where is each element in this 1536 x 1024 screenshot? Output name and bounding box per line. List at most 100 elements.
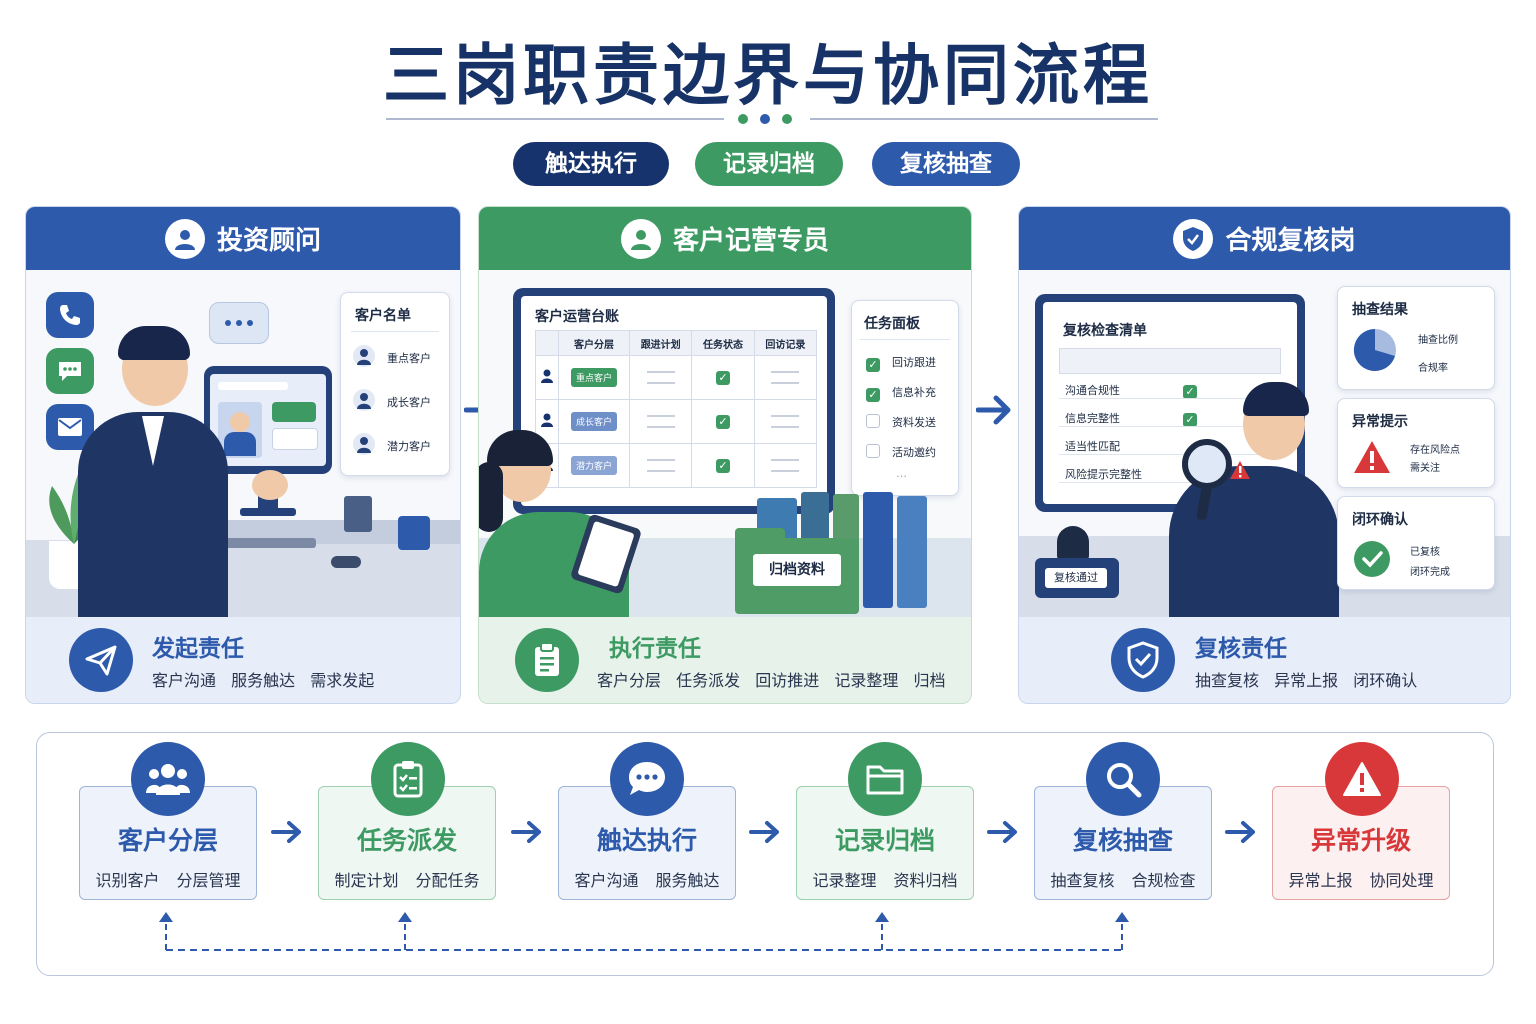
- pill-reach: 触达执行: [513, 142, 669, 186]
- result-item: 抽查比例: [1418, 335, 1458, 346]
- flow-step-title: 触达执行: [596, 826, 697, 855]
- table-header: 回访记录: [753, 330, 818, 356]
- pill-review: 复核抽查: [872, 142, 1020, 186]
- search-icon: [1086, 742, 1160, 816]
- title-dot: [738, 114, 748, 124]
- send-icon: [69, 628, 133, 692]
- customer-list-card: 客户名单 重点客户 成长客户 潜力客户: [340, 292, 450, 476]
- flow-step-sub: 异常上报: [1288, 871, 1353, 890]
- check-icon: ✓: [716, 370, 730, 385]
- avatar: [353, 345, 375, 367]
- result-item: 合规率: [1418, 363, 1448, 374]
- arrow-right-icon: [749, 821, 779, 843]
- title-rule-right: [810, 118, 1158, 120]
- arrow-right-icon: [1225, 821, 1255, 843]
- page-title: 三岗职责边界与协同流程: [383, 37, 1153, 114]
- compliance-scene: 复核检查清单 沟通合规性 ✓ 信息完整性 ✓ 适当性匹配 风险提示完整性 复核通…: [1019, 270, 1510, 617]
- monitor-base: [240, 508, 296, 516]
- task-item: 活动邀约: [892, 446, 936, 459]
- duty-item: 服务触达: [231, 671, 296, 690]
- flow-step-sub: 资料归档: [893, 871, 958, 890]
- ledger-monitor: 客户运营台账 客户分层 跟进计划 任务状态 回访记录 重点客户 ✓: [513, 288, 835, 514]
- duty-item: 客户分层: [597, 671, 662, 690]
- list-item: 重点客户: [387, 352, 431, 365]
- checklist-item: 适当性匹配: [1065, 440, 1120, 453]
- duty-item: 任务派发: [676, 671, 741, 690]
- reviewer-hair: [1243, 382, 1309, 416]
- message-icon: [46, 348, 94, 394]
- clipboard-icon: [515, 628, 579, 692]
- table-header: 跟进计划: [629, 330, 693, 356]
- flow-step-title: 任务派发: [356, 826, 457, 855]
- tier-tag: 成长客户: [571, 412, 618, 431]
- ledger-title: 客户运营台账: [535, 309, 619, 325]
- flow-step-title: 复核抽查: [1072, 826, 1173, 855]
- mail-icon: [46, 404, 94, 450]
- checklist-item: 沟通合规性: [1065, 384, 1120, 397]
- advisor-hand: [252, 470, 288, 500]
- binder: [863, 492, 893, 608]
- panel-compliance-title: 合规复核岗: [1225, 226, 1356, 256]
- check-icon: ✓: [1183, 413, 1197, 427]
- mouse: [331, 556, 361, 568]
- mug: [398, 516, 430, 550]
- check-icon: ✓: [866, 388, 880, 402]
- customer-list-title: 客户名单: [355, 308, 411, 324]
- warning-icon: [1230, 461, 1250, 479]
- title-dot: [760, 114, 770, 124]
- shield-check-icon: [1173, 218, 1214, 259]
- checkbox-empty-icon: [866, 414, 880, 428]
- user-icon: [164, 218, 205, 259]
- table-header: 任务状态: [691, 330, 755, 356]
- flow-step-archive: 记录归档 记录整理 资料归档: [796, 786, 974, 900]
- task-item: 信息补充: [892, 386, 936, 399]
- operator-ponytail: [479, 462, 503, 532]
- check-circle-icon: [1354, 541, 1390, 577]
- arrow-right-icon: [976, 395, 1011, 425]
- panel-compliance: 合规复核岗 复核检查清单 沟通合规性 ✓ 信息完整性 ✓ 适当性匹配 风险提示完…: [1018, 206, 1511, 704]
- advisor-footer-title: 发起责任: [152, 636, 244, 662]
- title-rule-left: [386, 118, 724, 120]
- binder: [897, 496, 927, 608]
- flow-step-sub: 记录整理: [812, 871, 877, 890]
- flow-step-sub: 协同处理: [1369, 871, 1434, 890]
- panel-operator-header: 客户记营专员: [479, 207, 971, 270]
- compliance-footer: 复核责任 抽查复核 异常上报 闭环确认: [1019, 617, 1510, 703]
- compliance-footer-title: 复核责任: [1195, 636, 1287, 662]
- reviewer-suit: [1169, 466, 1339, 617]
- duty-item: 需求发起: [310, 671, 375, 690]
- panel-advisor-header: 投资顾问: [26, 207, 460, 270]
- shield-check-icon: [1111, 628, 1175, 692]
- flow-step-sub: 客户沟通: [574, 871, 639, 890]
- advisor-scene: 客户名单 重点客户 成长客户 潜力客户: [26, 270, 460, 617]
- panel-advisor-title: 投资顾问: [216, 226, 321, 256]
- advisor-footer: 发起责任 客户沟通 服务触达 需求发起: [26, 617, 460, 703]
- user-icon: [620, 218, 661, 259]
- flow-step-title: 客户分层: [117, 826, 218, 855]
- people-icon: [131, 742, 205, 816]
- feedback-loop-line: [159, 912, 1129, 951]
- checklist-item: 信息完整性: [1065, 412, 1120, 425]
- task-board-card: 任务面板 ✓ 回访跟进 ✓ 信息补充 资料发送 活动邀约 …: [851, 300, 959, 496]
- avatar: [353, 433, 375, 455]
- checkbox-empty-icon: [866, 444, 880, 458]
- task-item: 回访跟进: [892, 356, 936, 369]
- flow-step-sub: 合规检查: [1131, 871, 1196, 890]
- operator-footer: 执行责任 客户分层 任务派发 回访推进 记录整理 归档: [479, 617, 971, 703]
- pie-chart-icon: [1353, 328, 1396, 371]
- check-icon: ✓: [716, 458, 730, 473]
- flow-step-title: 记录归档: [834, 826, 935, 855]
- flow-step-sub: 抽查复核: [1050, 871, 1115, 890]
- folder-icon: [848, 742, 922, 816]
- duty-item: 抽查复核: [1195, 671, 1260, 690]
- tier-tag: 重点客户: [571, 368, 618, 387]
- closure-title: 闭环确认: [1352, 512, 1408, 528]
- ledger-table: 客户分层 跟进计划 任务状态 回访记录 重点客户 ✓ 成长客户: [535, 330, 818, 488]
- pill-record: 记录归档: [695, 142, 843, 186]
- alert-icon: [1325, 742, 1399, 816]
- table-header: 客户分层: [557, 330, 631, 356]
- folder-label: 归档资料: [753, 554, 841, 586]
- duty-item: 客户沟通: [152, 671, 217, 690]
- operator-scene: 客户运营台账 客户分层 跟进计划 任务状态 回访记录 重点客户 ✓: [479, 270, 971, 617]
- flow-step-dispatch: 任务派发 制定计划 分配任务: [318, 786, 496, 900]
